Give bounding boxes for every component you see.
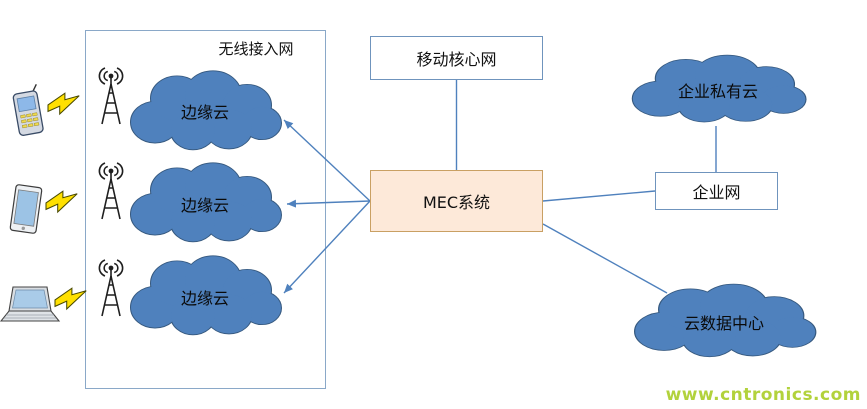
- tablet-icon: [9, 184, 43, 234]
- lightning-icon: [47, 92, 80, 115]
- wireless-access-network-boundary: [85, 30, 326, 389]
- laptop-icon: [0, 286, 61, 322]
- phone-icon: [12, 84, 44, 136]
- antenna-icon: [98, 259, 124, 317]
- connector-mec-edge2: [286, 199, 371, 208]
- connector-mec-edge1: [283, 119, 371, 202]
- lightning-icon: [54, 287, 87, 310]
- connectors: [283, 80, 717, 294]
- edge-cloud-shape-1: [130, 70, 282, 151]
- lightning-icon: [45, 190, 78, 213]
- edge-cloud-shape-2: [130, 162, 282, 243]
- edge-cloud-shape-3: [130, 255, 282, 336]
- connector-mec-enterprise: [542, 190, 656, 202]
- connector-mec-edge3: [283, 200, 371, 294]
- connector-mec-datacenter: [542, 223, 668, 294]
- private-cloud-shape: [631, 54, 807, 123]
- antenna-icon: [98, 67, 124, 125]
- datacenter-cloud-shape: [634, 283, 817, 358]
- antenna-icon: [98, 162, 124, 220]
